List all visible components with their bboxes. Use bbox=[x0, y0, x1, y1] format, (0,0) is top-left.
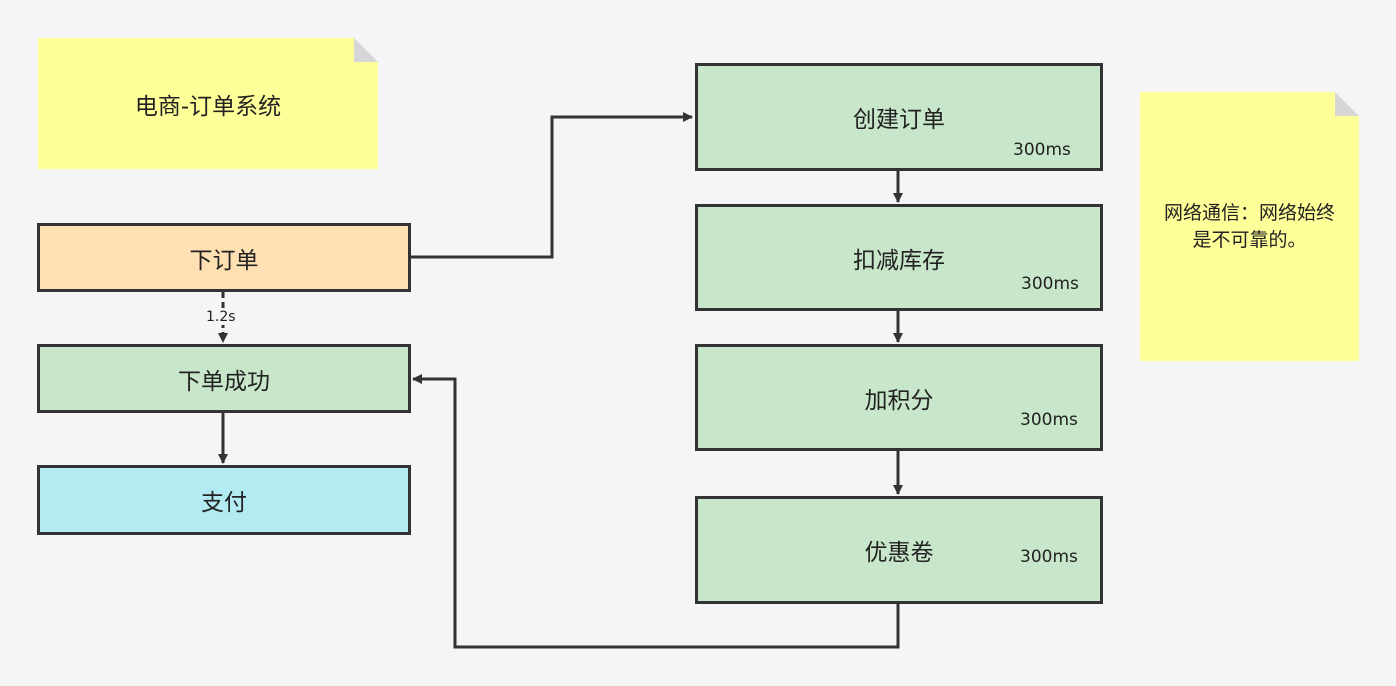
add-points-time: 300ms bbox=[1020, 410, 1078, 430]
connector-order-to-create bbox=[410, 112, 693, 259]
add-points-node[interactable]: 加积分 300ms bbox=[695, 344, 1103, 451]
connector-coupon-to-success bbox=[412, 374, 900, 649]
note-fold-corner bbox=[1335, 92, 1359, 116]
reduce-stock-label: 扣减库存 bbox=[853, 247, 945, 274]
coupon-time: 300ms bbox=[1020, 547, 1078, 567]
title-note: 电商-订单系统 bbox=[38, 38, 378, 169]
title-note-text: 电商-订单系统 bbox=[134, 93, 282, 120]
comment-note-text: 网络通信：网络始终是不可靠的。 bbox=[1163, 202, 1335, 251]
latency-label: 1.2s bbox=[204, 309, 238, 325]
add-points-label: 加积分 bbox=[864, 387, 934, 414]
coupon-label: 优惠卷 bbox=[864, 540, 934, 566]
pay-node[interactable]: 支付 bbox=[37, 465, 411, 535]
reduce-stock-time: 300ms bbox=[1021, 274, 1079, 294]
pay-label: 支付 bbox=[201, 490, 247, 516]
comment-note: 网络通信：网络始终是不可靠的。 bbox=[1140, 92, 1359, 361]
order-success-label: 下单成功 bbox=[178, 368, 270, 395]
create-order-node[interactable]: 创建订单 300ms bbox=[695, 63, 1103, 171]
note-fold-corner bbox=[354, 38, 378, 62]
place-order-node[interactable]: 下订单 bbox=[37, 223, 411, 292]
order-success-node[interactable]: 下单成功 bbox=[37, 344, 411, 413]
create-order-time: 300ms bbox=[1013, 140, 1071, 160]
reduce-stock-node[interactable]: 扣减库存 300ms bbox=[695, 204, 1103, 311]
coupon-node[interactable]: 优惠卷 300ms bbox=[695, 496, 1103, 604]
place-order-label: 下订单 bbox=[189, 247, 259, 274]
create-order-label: 创建订单 bbox=[853, 107, 945, 133]
